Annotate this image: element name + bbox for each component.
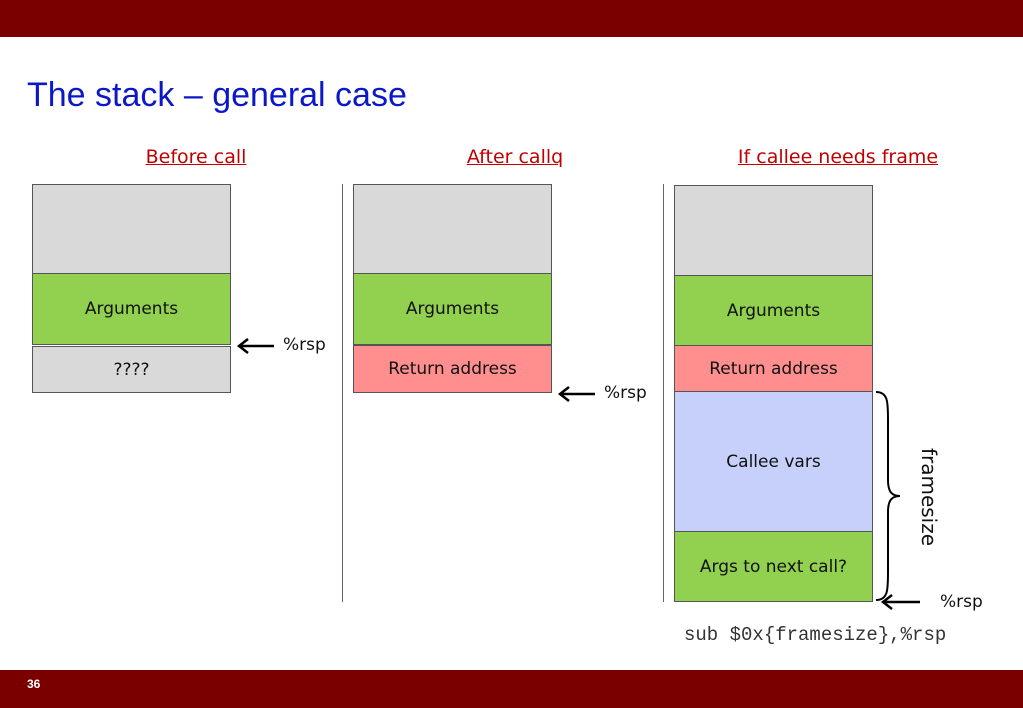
stack-block-arguments: Arguments (674, 275, 873, 346)
stack-block-empty (32, 184, 231, 274)
rsp-arrow-icon (557, 386, 595, 402)
top-banner (0, 0, 1023, 37)
framesize-label: framesize (917, 447, 941, 547)
stack-block-return-address: Return address (353, 345, 552, 393)
stack-block-args-next-call: Args to next call? (674, 531, 873, 602)
slide-number: 36 (27, 677, 41, 691)
stack-block-unknown: ???? (32, 346, 231, 393)
rsp-arrow-icon (236, 338, 274, 354)
rsp-label: %rsp (604, 383, 647, 403)
sub-instruction-code: sub $0x{framesize},%rsp (684, 624, 947, 646)
rsp-label: %rsp (940, 592, 983, 612)
stack-block-callee-vars: Callee vars (674, 391, 873, 532)
heading-callee-frame: If callee needs frame (737, 146, 939, 168)
rsp-arrow-icon (880, 594, 920, 610)
heading-after-callq: After callq (466, 146, 564, 168)
column-divider (663, 184, 664, 602)
column-divider (342, 184, 343, 602)
stack-block-return-address: Return address (674, 345, 873, 392)
stack-block-empty (353, 184, 552, 274)
stack-block-arguments: Arguments (32, 273, 231, 345)
stack-block-empty (674, 185, 873, 276)
bottom-banner (0, 670, 1023, 708)
heading-before-call: Before call (145, 146, 247, 168)
framesize-brace-icon (875, 391, 901, 601)
stack-block-arguments: Arguments (353, 273, 552, 345)
slide-title: The stack – general case (27, 76, 407, 114)
rsp-label: %rsp (283, 335, 326, 355)
